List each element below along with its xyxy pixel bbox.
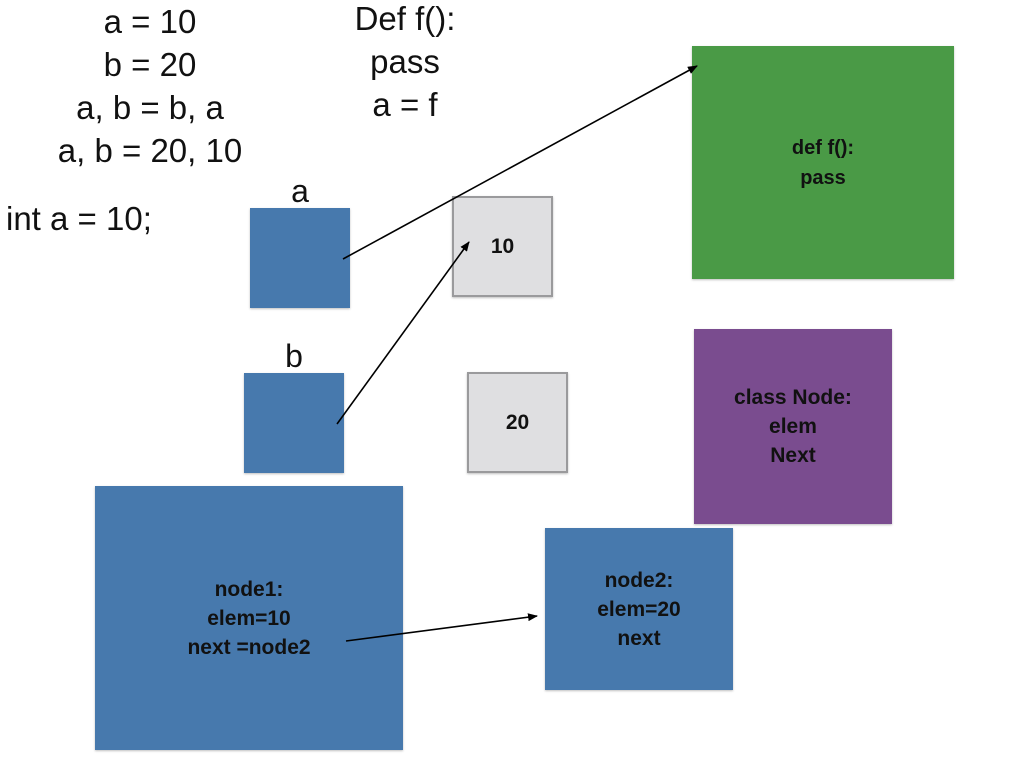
function-object-box: def f(): pass xyxy=(692,46,954,279)
class-node-elem: elem xyxy=(769,415,817,438)
class-node-header: class Node: xyxy=(734,386,852,409)
node2-box: node2: elem=20 next xyxy=(545,528,733,690)
value-20-text: 20 xyxy=(505,410,530,434)
code-line-int-declaration: int a = 10; xyxy=(6,200,152,237)
node2-elem: elem=20 xyxy=(597,597,681,621)
node1-elem: elem=10 xyxy=(207,606,291,630)
node1-box: node1: elem=10 next =node2 xyxy=(95,486,403,750)
function-pass-text: pass xyxy=(800,166,846,189)
node1-next: next =node2 xyxy=(187,635,311,659)
variable-a-label: a xyxy=(291,173,309,209)
value-10-text: 10 xyxy=(490,234,515,258)
code-line-b-assign: b = 20 xyxy=(103,46,197,83)
arrow-b-to-10 xyxy=(336,241,470,425)
code-line-a-equals-f: a = f xyxy=(372,86,438,123)
node2-title: node2: xyxy=(604,568,674,592)
variable-a-box xyxy=(250,208,350,308)
function-code-block: Def f(): pass a = f xyxy=(330,0,480,126)
node2-next: next xyxy=(617,626,661,650)
value-10-box: 10 xyxy=(452,196,553,297)
class-node-next: Next xyxy=(770,444,816,467)
node1-title: node1: xyxy=(214,577,284,601)
assignment-code-block: a = 10 b = 20 a, b = b, a a, b = 20, 10 xyxy=(40,0,260,172)
code-line-pass: pass xyxy=(370,43,440,80)
code-line-def: Def f(): xyxy=(354,0,456,37)
class-node-box: class Node: elem Next xyxy=(694,329,892,524)
function-def-text: def f(): xyxy=(791,136,855,159)
code-line-swap: a, b = b, a xyxy=(76,89,224,126)
variable-b-label: b xyxy=(285,338,303,374)
code-line-tuple-assign: a, b = 20, 10 xyxy=(57,132,243,169)
value-20-box: 20 xyxy=(467,372,568,473)
code-line-a-assign: a = 10 xyxy=(103,3,197,40)
variable-b-box xyxy=(244,373,344,473)
